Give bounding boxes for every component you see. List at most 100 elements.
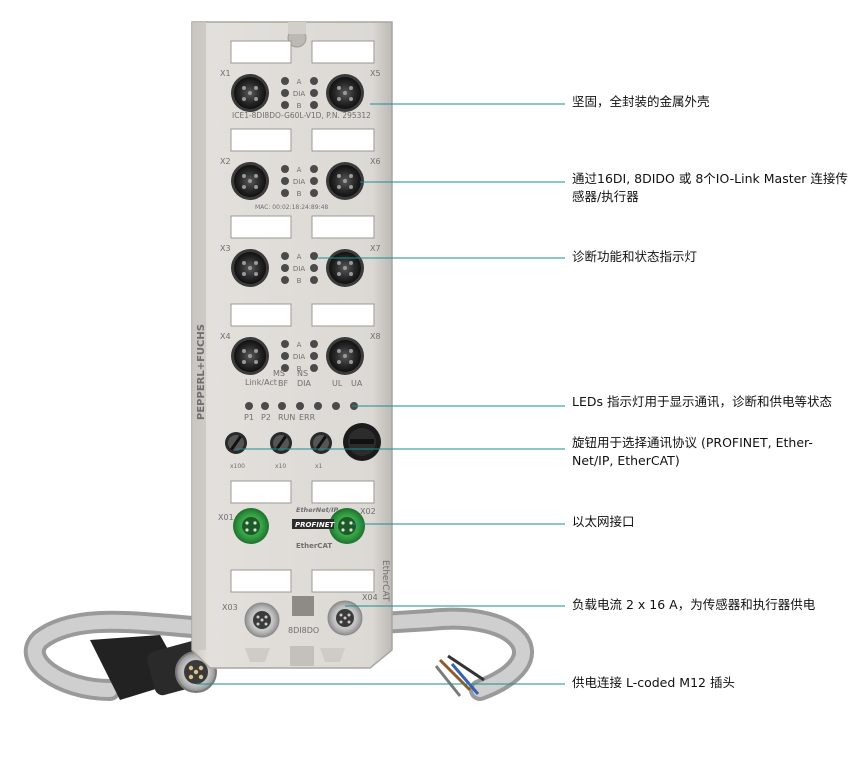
rotary-switches: x100 x10 x1 [225, 432, 332, 470]
eth-label: X02 [360, 507, 376, 516]
indicator-led [310, 101, 318, 109]
callout-diagnostics: 诊断功能和状态指示灯 [572, 249, 698, 264]
port-label: X4 [220, 332, 231, 341]
indicator-led [281, 77, 289, 85]
protocol-ethernetip: EtherNet/IP [296, 506, 339, 514]
callout-io-connection: 通过16DI, 8DIDO 或 8个IO-Link Master 连接传感器/执… [572, 171, 848, 204]
m12-port-connector [326, 249, 364, 287]
status-led [245, 402, 253, 410]
label-slot [311, 569, 375, 593]
cable-wires [434, 654, 485, 697]
indicator-led [310, 340, 318, 348]
indicator-led [281, 101, 289, 109]
label-p2: P2 [261, 413, 271, 422]
label-slot [311, 480, 375, 504]
label-err: ERR [299, 413, 316, 422]
port-label: X3 [220, 244, 231, 253]
indicator-led [310, 352, 318, 360]
status-led [296, 402, 304, 410]
label-slot [230, 569, 292, 593]
label-p1: P1 [244, 413, 254, 422]
label-slot [230, 303, 292, 327]
callout-load-current: 负载电流 2 x 16 A，为传感器和执行器供电 [572, 597, 816, 612]
ethercat-side-text: EtherCAT [380, 560, 390, 602]
label-bf: BF [278, 379, 288, 388]
indicator-led [310, 165, 318, 173]
led-label: B [297, 102, 302, 110]
m12-port-connector [326, 162, 364, 200]
indicator-led [281, 165, 289, 173]
label-ua: UA [351, 379, 363, 388]
led-label: B [297, 190, 302, 198]
label-ns: NS [297, 369, 308, 378]
led-label: B [297, 277, 302, 285]
indicator-led [310, 77, 318, 85]
indicator-led [310, 252, 318, 260]
indicator-led [281, 252, 289, 260]
status-leds [245, 402, 358, 410]
profinet-logo [292, 519, 334, 529]
label-slot [230, 215, 292, 239]
label-dia: DIA [297, 379, 312, 388]
led-label: DIA [293, 265, 305, 273]
protocol-ethercat: EtherCAT [296, 542, 332, 550]
led-label: DIA [293, 90, 305, 98]
callout-power-plug: 供电连接 L-coded M12 插头 [572, 675, 735, 690]
label-slot [311, 303, 375, 327]
dial-label: x10 [275, 463, 286, 470]
m12-port-connector [326, 337, 364, 375]
port-label: X2 [220, 157, 231, 166]
indicator-led [281, 177, 289, 185]
label-ms: MS [273, 369, 285, 378]
label-link-act: Link/Act [245, 378, 277, 387]
port-label: X8 [370, 332, 381, 341]
callout-rotary-switch: 旋钮用于选择通讯协议 (PROFINET, Ether-Net/IP, Ethe… [572, 435, 813, 468]
label-slot [311, 40, 375, 64]
status-led [332, 402, 340, 410]
callout-ethernet: 以太网接口 [572, 514, 635, 529]
label-ul: UL [332, 379, 343, 388]
m12-port-connector [231, 337, 269, 375]
led-label: DIA [293, 178, 305, 186]
led-label: A [297, 78, 302, 86]
dial-label: x100 [230, 463, 245, 470]
indicator-led [281, 264, 289, 272]
model-text: ICE1-8DI8DO-G60L-V1D, P.N. 295312 [232, 111, 371, 120]
status-led [314, 402, 322, 410]
led-label: A [297, 166, 302, 174]
logo-badge [292, 596, 314, 616]
m12-port-connector [326, 74, 364, 112]
indicator-led [310, 264, 318, 272]
brand-text: PEPPERL+FUCHS [196, 324, 207, 420]
port-label: X1 [220, 69, 231, 78]
m12-port-connector [231, 74, 269, 112]
led-label: DIA [293, 353, 305, 361]
label-slot [230, 128, 292, 152]
indicator-led [281, 364, 289, 372]
indicator-led [310, 364, 318, 372]
port-label: X7 [370, 244, 381, 253]
label-slot [230, 40, 292, 64]
power-connector [244, 602, 280, 638]
callout-housing: 坚固，全封装的金属外壳 [572, 94, 710, 109]
protocol-profinet: PROFINET [295, 521, 335, 529]
m12-port-connector [231, 162, 269, 200]
indicator-led [281, 340, 289, 348]
bottom-text: 8DI8DO [288, 626, 319, 635]
port-label: X6 [370, 157, 381, 166]
indicator-led [310, 189, 318, 197]
label-run: RUN [278, 413, 295, 422]
mac-text: MAC: 00:02:18:24:89:48 [255, 204, 328, 211]
port-label: X5 [370, 69, 381, 78]
callout-leader-lines [196, 103, 565, 685]
status-led [278, 402, 286, 410]
dial-label: x1 [315, 463, 323, 470]
label-slot [311, 215, 375, 239]
indicator-led [310, 276, 318, 284]
status-led [261, 402, 269, 410]
callout-status-leds: LEDs 指示灯用于显示通讯，诊断和供电等状态 [572, 394, 832, 409]
